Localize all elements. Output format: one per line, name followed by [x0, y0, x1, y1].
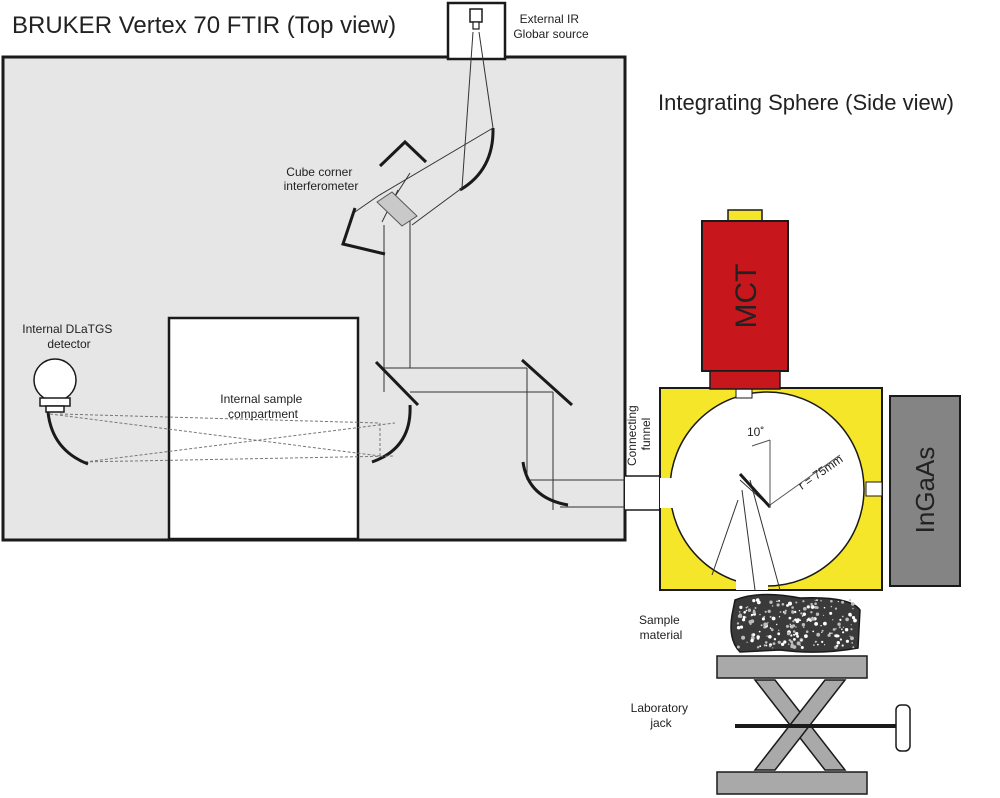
flat-mirror-2-icon: [520, 358, 574, 407]
funnel-label: Connecting funnel: [625, 402, 653, 466]
parabolic-mirror-detector-icon: [371, 404, 412, 464]
mct-label: MCT: [730, 264, 763, 329]
source-beam: [461, 31, 494, 189]
parabolic-mirror-dlatgs-icon: [46, 411, 89, 466]
sample-label: Sample material: [639, 613, 683, 642]
dlatgs-detector-icon: [33, 358, 77, 402]
cube-corner-mirror-top-icon: [378, 139, 428, 168]
angle-label: 10˚: [747, 425, 764, 439]
parabolic-mirror-output-icon: [521, 461, 569, 507]
jack-label: Laboratory jack: [631, 701, 692, 730]
integrating-sphere: [669, 391, 865, 587]
mct-base: [709, 370, 781, 390]
connecting-funnel: [625, 475, 661, 511]
mct-detector: [701, 220, 789, 372]
parabolic-mirror-source-icon: [459, 127, 495, 192]
laboratory-jack: [716, 655, 911, 795]
globar-source-icon: [469, 8, 483, 23]
sphere-title: Integrating Sphere (Side view): [658, 90, 954, 115]
sample-speckle: [736, 598, 857, 649]
ingaas-label: InGaAs: [910, 447, 940, 534]
sample-mirror-icon: [738, 472, 772, 509]
interferometer-label: Cube corner interferometer: [284, 165, 359, 193]
main-title: BRUKER Vertex 70 FTIR (Top view): [12, 12, 396, 39]
ingaas-detector: [889, 395, 961, 587]
source-label: External IR Globar source: [513, 12, 589, 41]
detector-beam: [49, 413, 396, 463]
detector-label: Internal DLaTGS detector: [22, 322, 115, 351]
flat-mirror-1-icon: [374, 360, 420, 407]
internal-sample-compartment: [167, 316, 360, 541]
sample-material: [730, 593, 861, 653]
beamsplitter-icon: [376, 191, 418, 227]
cube-corner-mirror-left-icon: [341, 207, 386, 256]
sample-compartment-label: Internal sample compartment: [220, 392, 305, 421]
